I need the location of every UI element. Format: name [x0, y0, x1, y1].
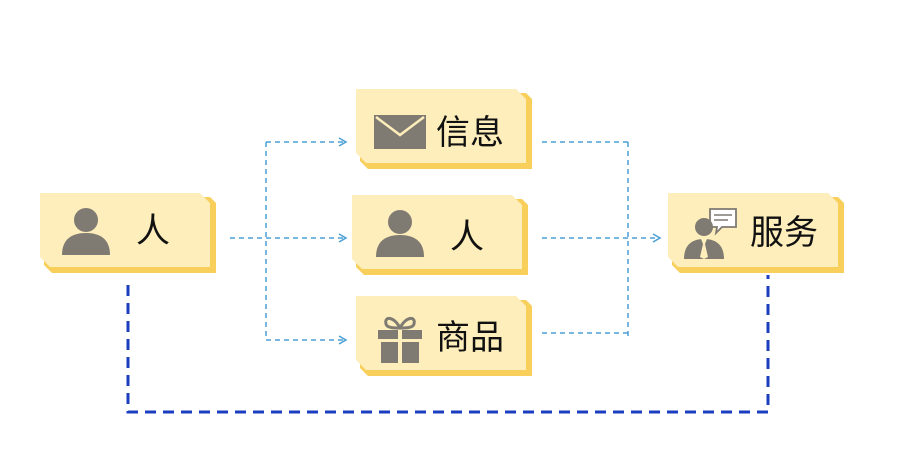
node-goods: 商品: [356, 296, 532, 376]
node-info: 信息: [356, 89, 532, 169]
envelope-icon: [374, 115, 426, 149]
node-label: 人: [450, 217, 484, 257]
node-service: 服务: [668, 193, 844, 273]
node-label: 人: [136, 211, 170, 251]
feedback-connector: [126, 275, 770, 414]
person-icon: [376, 210, 424, 257]
node-person-left: 人: [40, 193, 216, 273]
node-label: 信息: [436, 113, 504, 153]
gift-icon: [378, 317, 422, 363]
node-label: 服务: [750, 213, 818, 253]
node-label: 商品: [436, 318, 504, 358]
node-person-center: 人: [352, 195, 528, 275]
person-icon: [62, 208, 110, 255]
customer-service-icon: [684, 208, 737, 259]
